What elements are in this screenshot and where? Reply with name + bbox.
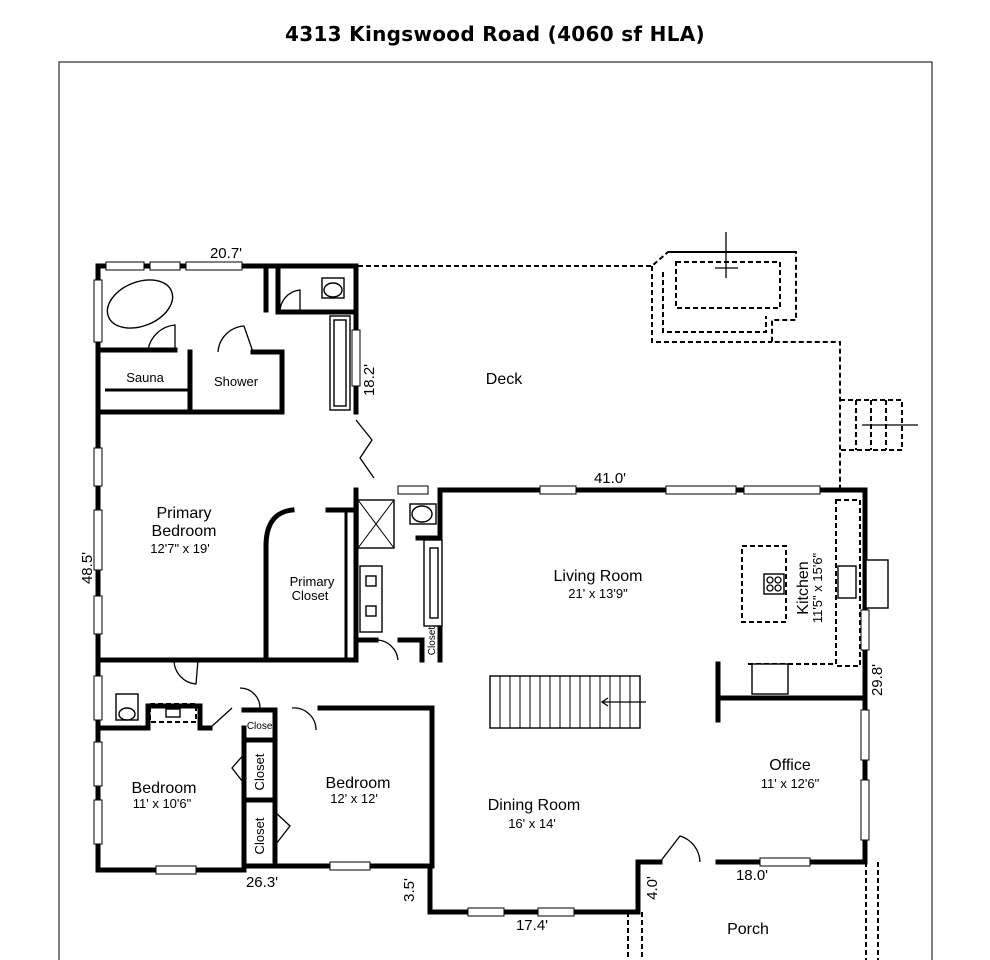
bathtub-icon bbox=[106, 279, 174, 329]
label-living-room: Living Room bbox=[554, 568, 643, 585]
label-bedroom-left: Bedroom bbox=[132, 780, 197, 797]
label-shower: Shower bbox=[214, 374, 259, 389]
label-bedroom-mid: Bedroom bbox=[326, 775, 391, 792]
interior-walls bbox=[95, 265, 868, 869]
windows bbox=[93, 261, 870, 917]
size-living-room: 21' x 13'9" bbox=[568, 586, 628, 601]
doors bbox=[147, 289, 701, 863]
size-office: 11' x 12'6" bbox=[761, 776, 820, 791]
deck-outline bbox=[358, 232, 918, 490]
bay-window-icon bbox=[865, 559, 889, 609]
dim-top: 20.7' bbox=[210, 245, 242, 262]
size-dining-room: 16' x 14' bbox=[508, 816, 556, 831]
dim-right: 29.8' bbox=[869, 664, 886, 696]
size-bedroom-mid: 12' x 12' bbox=[330, 791, 378, 806]
label-kitchen: Kitchen bbox=[795, 561, 812, 614]
dim-deck-left: 18.2' bbox=[361, 364, 378, 396]
dim-porch-top: 18.0' bbox=[736, 867, 768, 884]
range-icon bbox=[751, 663, 789, 695]
fixtures bbox=[106, 277, 889, 729]
label-dining-room: Dining Room bbox=[488, 797, 580, 814]
exterior-walls bbox=[95, 263, 868, 915]
size-bedroom-left: 11' x 10'6" bbox=[133, 796, 192, 811]
label-primary-bedroom-2: Bedroom bbox=[152, 523, 217, 540]
dim-bottom-left: 26.3' bbox=[246, 874, 278, 891]
cooktop-icon bbox=[763, 573, 785, 595]
page-frame bbox=[58, 61, 933, 960]
label-porch: Porch bbox=[727, 921, 769, 938]
dim-left: 48.5' bbox=[79, 552, 96, 584]
label-office: Office bbox=[769, 757, 811, 774]
plan-title: 4313 Kingswood Road (4060 sf HLA) bbox=[285, 22, 705, 46]
dim-step: 3.5' bbox=[401, 878, 418, 902]
label-primary-closet-1: Primary bbox=[290, 574, 335, 589]
kitchen-island-icon bbox=[741, 545, 787, 623]
kitchen-sink-icon bbox=[837, 565, 857, 599]
label-deck: Deck bbox=[486, 371, 523, 388]
label-closet-1: Closet bbox=[252, 753, 267, 790]
dim-porch-side: 4.0' bbox=[644, 876, 661, 900]
dim-living-top: 41.0' bbox=[594, 470, 626, 487]
dim-bottom-mid: 17.4' bbox=[516, 917, 548, 934]
label-closet-3: Closet bbox=[427, 627, 438, 656]
label-closet-small: Closet bbox=[247, 721, 276, 732]
size-kitchen: 11'5" x 15'6" bbox=[810, 552, 825, 623]
label-primary-closet-2: Closet bbox=[292, 588, 329, 603]
porch-outline bbox=[627, 862, 879, 960]
label-sauna: Sauna bbox=[126, 370, 164, 385]
label-closet-2: Closet bbox=[252, 817, 267, 854]
label-primary-bedroom-1: Primary bbox=[156, 505, 211, 522]
size-primary-bedroom: 12'7" x 19' bbox=[150, 541, 209, 556]
